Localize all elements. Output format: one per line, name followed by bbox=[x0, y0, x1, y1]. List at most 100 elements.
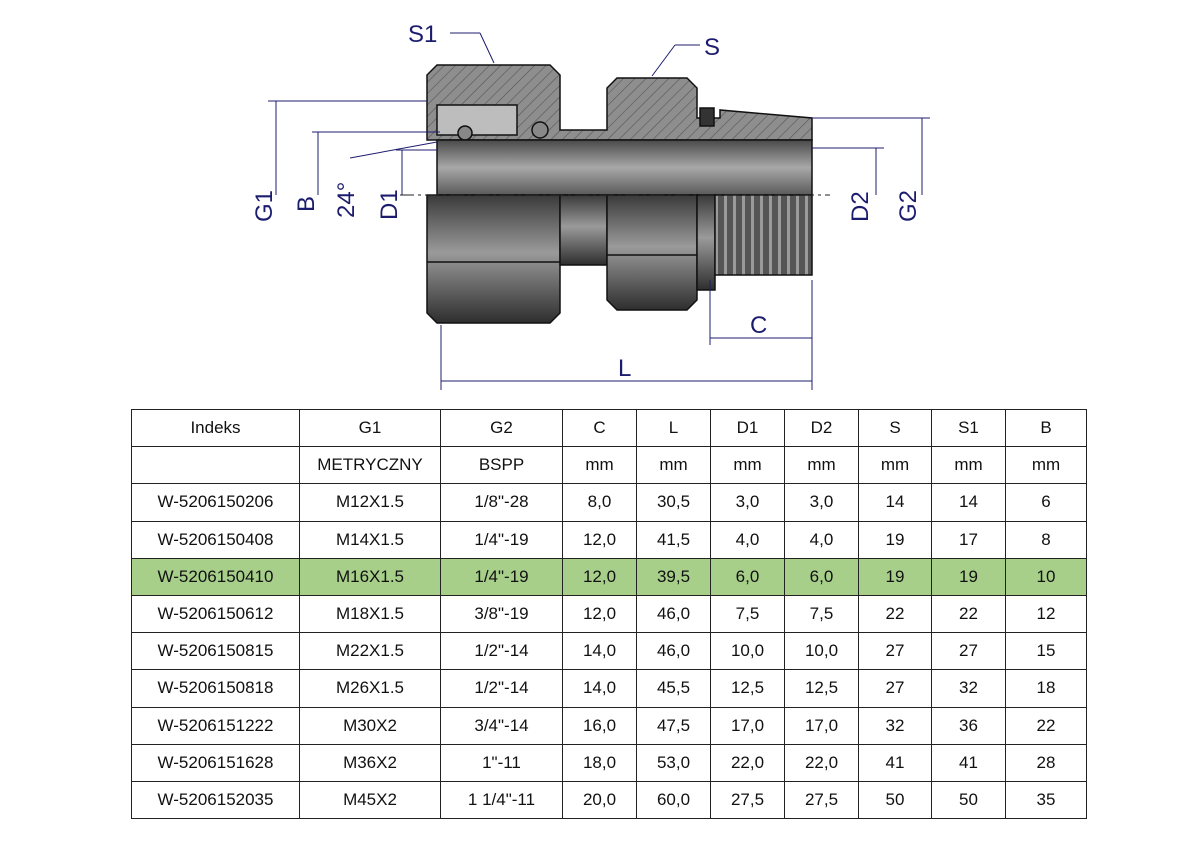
table-cell: 27 bbox=[858, 669, 932, 708]
table-cell: 45,5 bbox=[636, 669, 711, 708]
table-cell: BSPP bbox=[440, 446, 563, 485]
label-c: C bbox=[750, 312, 767, 339]
table-cell: W-5206150612 bbox=[131, 594, 300, 634]
table-cell: S bbox=[858, 408, 932, 448]
table-cell: 36 bbox=[931, 706, 1006, 745]
table-cell bbox=[131, 446, 300, 485]
table-cell: 12,5 bbox=[710, 669, 785, 708]
table-cell: M26X1.5 bbox=[299, 669, 441, 708]
table-cell: 22,0 bbox=[784, 743, 859, 782]
table-cell: 8 bbox=[1005, 520, 1087, 559]
table-cell: 41 bbox=[931, 743, 1006, 782]
table-cell: 32 bbox=[858, 706, 932, 745]
table-cell: 41 bbox=[858, 743, 932, 782]
table-cell: D2 bbox=[784, 408, 859, 448]
table-cell: 12,0 bbox=[562, 557, 637, 596]
table-cell: mm bbox=[710, 446, 785, 485]
table-cell: W-5206150408 bbox=[131, 520, 300, 559]
fitting-drawing: S1 S C L G1 B 24° D1 D2 G2 bbox=[251, 21, 930, 390]
table-cell: 35 bbox=[1005, 780, 1087, 820]
table-cell: mm bbox=[784, 446, 859, 485]
table-cell: 10,0 bbox=[710, 632, 785, 671]
table-cell: W-5206150815 bbox=[131, 632, 300, 671]
fitting-section bbox=[400, 64, 830, 324]
table-cell: 6 bbox=[1005, 483, 1087, 522]
table-cell: W-5206150206 bbox=[131, 483, 300, 522]
table-cell: mm bbox=[1005, 446, 1087, 485]
table-cell: 8,0 bbox=[562, 483, 637, 522]
table-cell: 46,0 bbox=[636, 632, 711, 671]
table-cell: 20,0 bbox=[562, 780, 637, 820]
table-cell: 15 bbox=[1005, 632, 1087, 671]
table-cell: 17,0 bbox=[784, 706, 859, 745]
table-cell: 19 bbox=[858, 520, 932, 559]
table-cell: 19 bbox=[931, 557, 1006, 596]
table-cell: 17,0 bbox=[710, 706, 785, 745]
table-cell: 6,0 bbox=[784, 557, 859, 596]
table-cell: 41,5 bbox=[636, 520, 711, 559]
table-cell: M22X1.5 bbox=[299, 632, 441, 671]
table-cell: 22,0 bbox=[710, 743, 785, 782]
table-cell: 60,0 bbox=[636, 780, 711, 820]
table-cell: 27 bbox=[858, 632, 932, 671]
table-cell: 3/8"-19 bbox=[440, 594, 563, 634]
table-cell: 1"-11 bbox=[440, 743, 563, 782]
label-d1: D1 bbox=[376, 189, 403, 220]
table-cell: 27,5 bbox=[784, 780, 859, 820]
table-cell: C bbox=[562, 408, 637, 448]
label-s: S bbox=[704, 34, 720, 61]
table-cell: L bbox=[636, 408, 711, 448]
table-cell: mm bbox=[636, 446, 711, 485]
label-g1: G1 bbox=[251, 190, 278, 222]
table-cell: 4,0 bbox=[710, 520, 785, 559]
table-cell: 50 bbox=[858, 780, 932, 820]
table-cell: W-5206150410 bbox=[131, 557, 300, 596]
table-cell: M30X2 bbox=[299, 706, 441, 745]
table-cell: 10,0 bbox=[784, 632, 859, 671]
table-cell: 53,0 bbox=[636, 743, 711, 782]
table-cell: 27 bbox=[931, 632, 1006, 671]
table-cell: W-5206152035 bbox=[131, 780, 300, 820]
table-cell: M12X1.5 bbox=[299, 483, 441, 522]
table-cell: Indeks bbox=[131, 408, 300, 448]
table-cell: M14X1.5 bbox=[299, 520, 441, 559]
table-cell: 14 bbox=[931, 483, 1006, 522]
label-b: B bbox=[293, 196, 320, 212]
table-cell: mm bbox=[931, 446, 1006, 485]
table-cell: G2 bbox=[440, 408, 563, 448]
table-cell: 12 bbox=[1005, 594, 1087, 634]
table-cell: 14,0 bbox=[562, 632, 637, 671]
table-cell: M45X2 bbox=[299, 780, 441, 820]
table-cell: M16X1.5 bbox=[299, 557, 441, 596]
table-cell: 27,5 bbox=[710, 780, 785, 820]
label-l: L bbox=[618, 355, 631, 382]
table-cell: 12,5 bbox=[784, 669, 859, 708]
table-cell: 28 bbox=[1005, 743, 1087, 782]
table-cell: 7,5 bbox=[784, 594, 859, 634]
table-cell: W-5206150818 bbox=[131, 669, 300, 708]
table-cell: 1/8"-28 bbox=[440, 483, 563, 522]
table-cell: 18 bbox=[1005, 669, 1087, 708]
table-cell: 10 bbox=[1005, 557, 1087, 596]
table-cell: D1 bbox=[710, 408, 785, 448]
table-cell: M18X1.5 bbox=[299, 594, 441, 634]
table-cell: 1/4"-19 bbox=[440, 520, 563, 559]
table-cell: 30,5 bbox=[636, 483, 711, 522]
label-g2: G2 bbox=[895, 190, 922, 222]
table-cell: S1 bbox=[931, 408, 1006, 448]
table-cell: 50 bbox=[931, 780, 1006, 820]
table-cell: 14 bbox=[858, 483, 932, 522]
table-cell: G1 bbox=[299, 408, 441, 448]
label-d2: D2 bbox=[847, 191, 874, 222]
table-cell: 16,0 bbox=[562, 706, 637, 745]
table-cell: 18,0 bbox=[562, 743, 637, 782]
table-cell: 46,0 bbox=[636, 594, 711, 634]
